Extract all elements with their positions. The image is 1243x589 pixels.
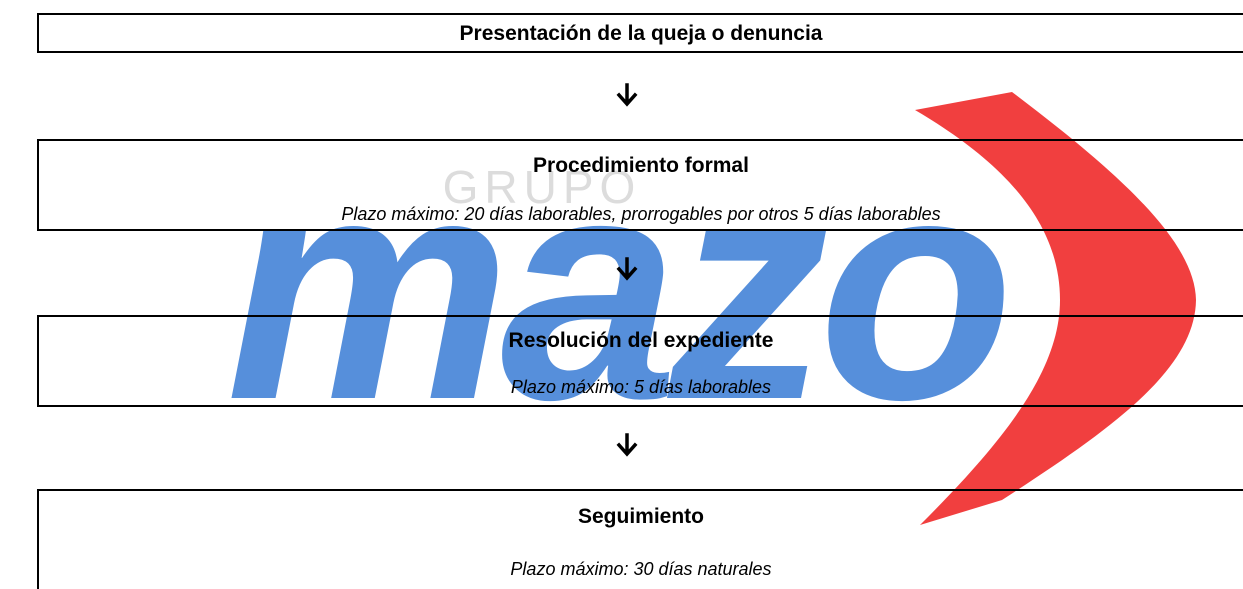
step-title: Presentación de la queja o denuncia <box>459 22 823 45</box>
step-box-presentacion: Presentación de la queja o denuncia <box>37 13 1243 53</box>
step-deadline: Plazo máximo: 30 días naturales <box>510 559 772 579</box>
step-box-procedimiento: Procedimiento formal Plazo máximo: 20 dí… <box>37 139 1243 231</box>
step-box-resolucion: Resolución del expediente Plazo máximo: … <box>37 315 1243 407</box>
arrow-down-icon <box>616 433 638 457</box>
step-title: Procedimiento formal <box>533 154 749 177</box>
watermark-brand-small: GRUPO <box>443 161 642 213</box>
step-title: Resolución del expediente <box>508 329 774 352</box>
arrow-down-icon <box>616 83 638 107</box>
step-deadline: Plazo máximo: 20 días laborables, prorro… <box>341 204 941 224</box>
watermark-chevron-shape <box>915 92 1196 525</box>
step-title: Seguimiento <box>577 505 704 528</box>
arrow-down-icon <box>616 257 638 281</box>
step-deadline: Plazo máximo: 5 días laborables <box>510 377 772 397</box>
step-box-seguimiento: Seguimiento Plazo máximo: 30 días natura… <box>37 489 1243 589</box>
